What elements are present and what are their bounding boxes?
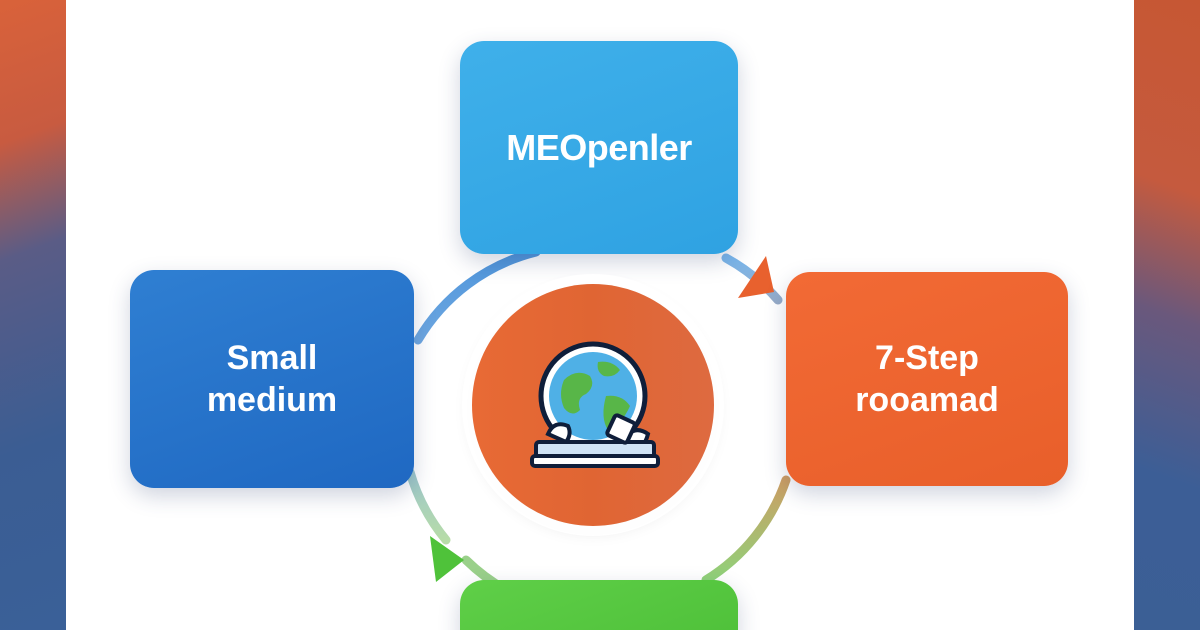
orange-arrowhead	[738, 256, 774, 298]
hub-circle	[472, 284, 714, 526]
node-right: 7-Step rooamad	[786, 272, 1068, 486]
background-right-panel	[1134, 0, 1200, 630]
node-top-label: MEOpenler	[506, 126, 692, 168]
node-top: MEOpenler	[460, 41, 738, 254]
node-right-label: 7-Step rooamad	[855, 338, 999, 420]
background-left-panel	[0, 0, 66, 630]
node-bottom	[460, 580, 738, 630]
diagram-card: MEOpenler Small medium 7-Step rooamad	[66, 0, 1134, 630]
node-left: Small medium	[130, 270, 414, 488]
ring-arc-right	[701, 253, 791, 585]
cycle-ring	[405, 247, 791, 595]
globe-icon	[530, 341, 660, 468]
green-arrowhead	[430, 536, 464, 582]
ring-arc-left	[405, 247, 541, 545]
node-left-label: Small medium	[206, 338, 338, 420]
